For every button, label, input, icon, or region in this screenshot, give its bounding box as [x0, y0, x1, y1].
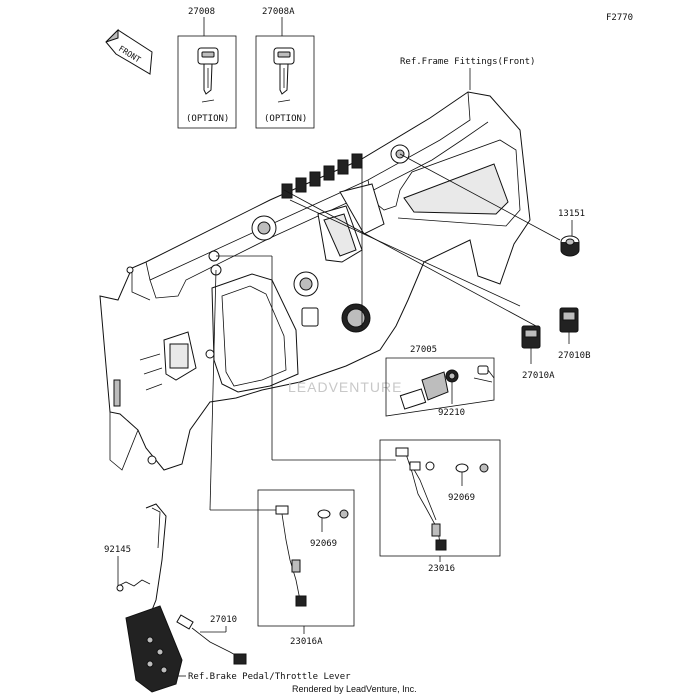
harness-23016A-icon [275, 505, 307, 607]
brake-pedal-icon [125, 503, 183, 693]
ref-frame-fittings-label: Ref.Frame Fittings(Front) [400, 57, 535, 67]
part-label-27010A: 27010A [522, 371, 555, 381]
front-arrow-icon: FRONT [105, 28, 153, 75]
rocker-switch-27010A-icon [521, 325, 541, 364]
part-label-27010B: 27010B [558, 351, 591, 361]
part-label-23016: 23016 [428, 564, 455, 574]
option-box-frame [255, 35, 315, 129]
accessory-socket-icon [560, 235, 580, 257]
option-box-27008: 27008 (OPTION) [177, 7, 237, 129]
leader-lines [209, 153, 561, 511]
harness-23016-frame [379, 439, 501, 557]
option-box-27008A: 27008A (OPTION) [255, 7, 315, 129]
part-label-92069-right: 92069 [448, 493, 475, 503]
switch-blank-row [281, 153, 363, 199]
option-box-note: (OPTION) [186, 114, 229, 124]
ignition-switch-icon [399, 369, 459, 410]
part-label-92145: 92145 [104, 545, 131, 555]
ignition-key-icon [473, 365, 495, 383]
footer-credit: Rendered by LeadVenture, Inc. [292, 684, 417, 694]
option-box-frame [177, 35, 237, 129]
brake-switch-icon [176, 614, 247, 665]
spring-icon [117, 579, 151, 587]
rocker-switch-27010B-icon [559, 307, 579, 344]
ref-brake-pedal-label: Ref.Brake Pedal/Throttle Lever [188, 672, 351, 682]
part-label-27010: 27010 [210, 615, 237, 625]
harness-23016-icon [395, 447, 447, 551]
part-label-27005: 27005 [410, 345, 437, 355]
option-box-part-number: 27008A [262, 7, 295, 17]
option-box-part-number: 27008 [188, 7, 215, 17]
key-icon [197, 47, 219, 103]
grommet-icon [317, 509, 349, 519]
part-label-13151: 13151 [558, 209, 585, 219]
part-label-92210: 92210 [438, 408, 465, 418]
part-label-92069-mid: 92069 [310, 539, 337, 549]
grommet-icon [455, 463, 489, 473]
watermark: LEADVENTURE [288, 379, 402, 395]
part-label-23016A: 23016A [290, 637, 323, 647]
figure-code: F2770 [606, 13, 633, 23]
option-box-note: (OPTION) [264, 114, 307, 124]
dashboard-panel [99, 91, 531, 471]
harness-23016A-frame [257, 489, 355, 627]
key-icon [273, 47, 295, 103]
